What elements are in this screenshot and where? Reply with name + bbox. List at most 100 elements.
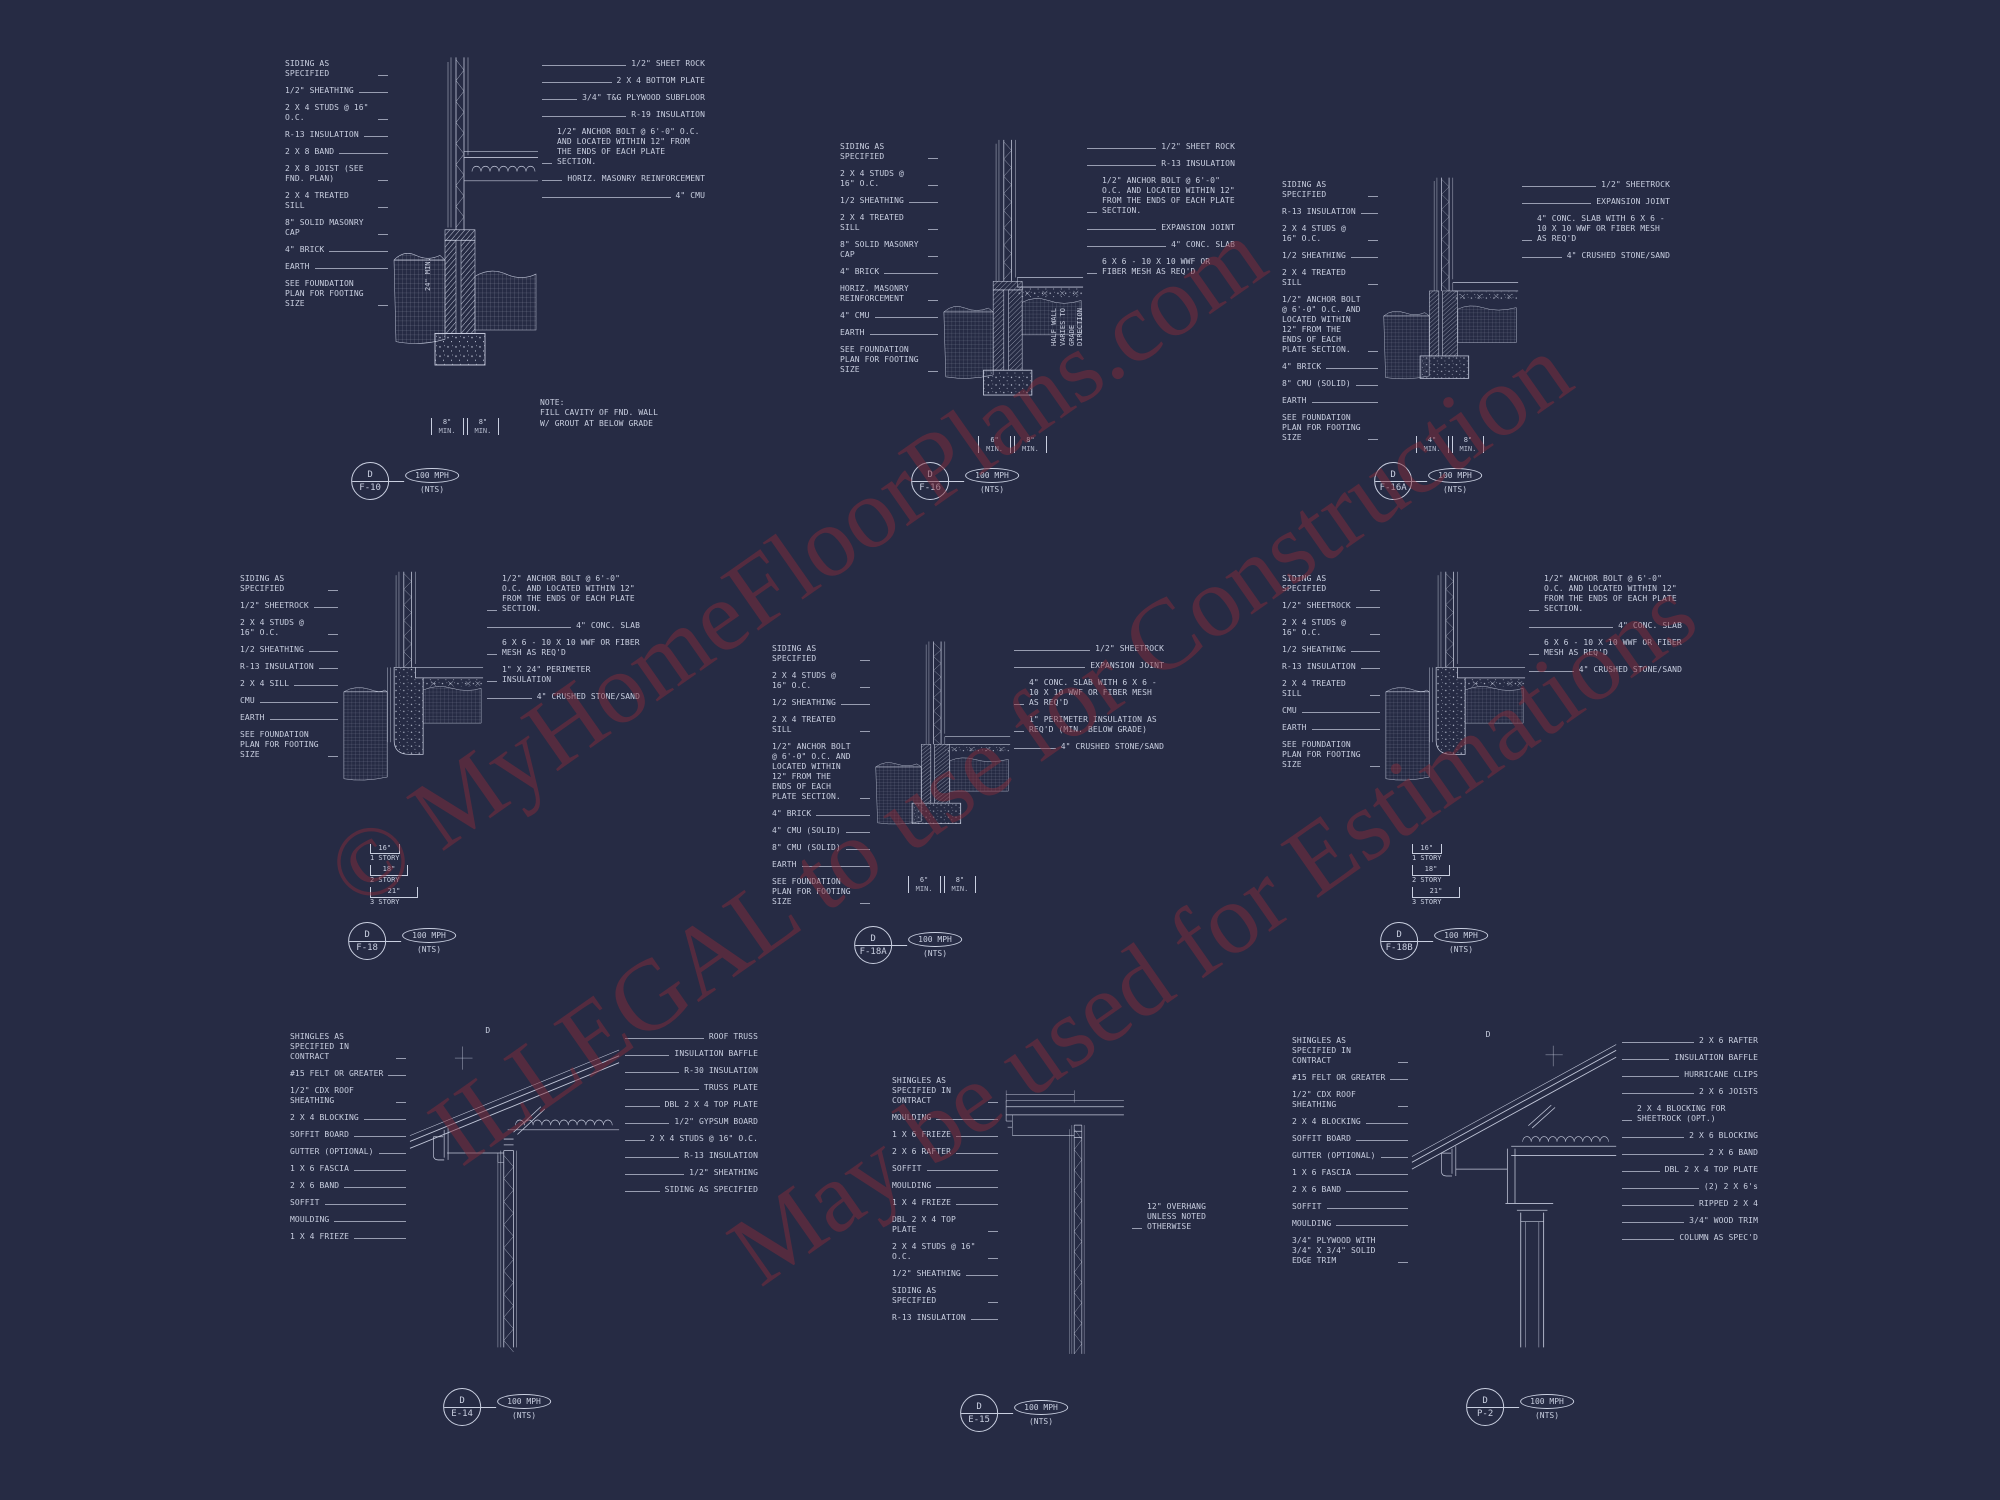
- callout-label: EXPANSION JOINT: [1012, 661, 1164, 671]
- callout-label: R-13 INSULATION: [1085, 159, 1235, 169]
- leader-line: [1622, 1093, 1694, 1094]
- callout-label: SIDING AS SPECIFIED: [1282, 180, 1380, 200]
- callout-label: 1/2" ANCHOR BOLT @ 6'-0" O.C. AND LOCATE…: [485, 574, 640, 614]
- leader-line: [988, 1231, 998, 1232]
- scale-note: (NTS): [419, 485, 445, 494]
- callout-label: MOULDING: [1292, 1219, 1410, 1229]
- detail-drawing-F-18A: 6"MIN.8"MIN.: [872, 640, 1012, 893]
- callout-label: 1/2" ANCHOR BOLT @ 6'-0" O.C. AND LOCATE…: [772, 742, 872, 802]
- callout-label: 1 X 4 FRIEZE: [892, 1198, 1000, 1208]
- leader-line: [1368, 351, 1378, 352]
- callout-label: 4" CRUSHED STONE/SAND: [1520, 251, 1670, 261]
- callout-label: CMU: [1282, 706, 1382, 716]
- detail-code: F-18: [356, 942, 378, 953]
- leader-line: [269, 719, 338, 720]
- scale-note: (NTS): [1534, 1411, 1560, 1420]
- leader-line: [334, 1221, 406, 1222]
- callout-label: SIDING AS SPECIFIED: [1282, 574, 1382, 594]
- left-callouts: SHINGLES AS SPECIFIED IN CONTRACT#15 FEL…: [290, 1028, 408, 1352]
- leader-line: [1087, 273, 1097, 274]
- right-callouts: 12" OVERHANG UNLESS NOTED OTHERWISE: [1130, 1072, 1216, 1358]
- leader-line: [487, 698, 532, 699]
- leader-line: [1368, 240, 1378, 241]
- callout-label: 2 X 6 BAND: [1292, 1185, 1410, 1195]
- leader-line: [1622, 1222, 1685, 1223]
- callout-label: SOFFIT: [892, 1164, 1000, 1174]
- leader-line: [936, 1119, 998, 1120]
- scale-note: (NTS): [1442, 485, 1468, 494]
- story-row: 16"1 STORY: [1412, 843, 1442, 863]
- leader-line: [956, 1136, 998, 1137]
- leader-line: [884, 273, 938, 274]
- callout-label: 2 X 8 JOIST (SEE FND. PLAN): [285, 164, 390, 184]
- leader-line: [926, 1170, 998, 1171]
- leader-line: [328, 634, 338, 635]
- footing-dimensions: 6"MIN.8"MIN.: [940, 436, 1085, 453]
- callout-label: 3/4" WOOD TRIM: [1620, 1216, 1758, 1226]
- leader-line: [363, 1119, 406, 1120]
- leader-line: [928, 256, 938, 257]
- leader-line: [328, 590, 338, 591]
- leader-line: [329, 251, 388, 252]
- leader-line: [970, 1319, 998, 1320]
- leader-line: [313, 607, 338, 608]
- footing-dimensions: 4"MIN.8"MIN.: [1380, 436, 1520, 453]
- callout-label: 4" CMU (SOLID): [772, 826, 872, 836]
- callout-label: SHINGLES AS SPECIFIED IN CONTRACT: [892, 1076, 1000, 1106]
- leader-line: [487, 654, 497, 655]
- callout-label: R-13 INSULATION: [285, 130, 390, 140]
- footing-dimensions: 6"MIN.8"MIN.: [872, 876, 1012, 893]
- leader-line: [378, 180, 388, 181]
- callout-label: SEE FOUNDATION PLAN FOR FOOTING SIZE: [772, 877, 872, 907]
- detail-letter: D: [1467, 1389, 1504, 1408]
- leader-line: [1622, 1171, 1660, 1172]
- leader-line: [1398, 1062, 1408, 1063]
- detail-rating: 100 MPH(NTS): [948, 468, 1019, 494]
- callout-label: 2 X 6 BAND: [1620, 1148, 1758, 1158]
- right-callouts: 1/2" ANCHOR BOLT @ 6'-0" O.C. AND LOCATE…: [1527, 570, 1682, 906]
- callout-label: 1 X 6 FASCIA: [290, 1164, 408, 1174]
- dimension: 4"MIN.: [1415, 436, 1449, 453]
- callout-label: 1/2" ANCHOR BOLT @ 6'-0" O.C. AND LOCATE…: [540, 127, 705, 167]
- callout-label: 4" CRUSHED STONE/SAND: [485, 692, 640, 702]
- detail-rating: 100 MPH(NTS): [385, 928, 456, 954]
- leader-line: [845, 849, 870, 850]
- callout-label: 2 X 4 STUDS @ 16" O.C.: [623, 1134, 758, 1144]
- leader-line: [1622, 1137, 1685, 1138]
- callout-label: 1/2 SHEATHING: [1282, 645, 1382, 655]
- leader-line: [1522, 203, 1592, 204]
- callout-label: COLUMN AS SPEC'D: [1620, 1233, 1758, 1243]
- leader-line: [840, 704, 870, 705]
- callout-label: 4" CRUSHED STONE/SAND: [1012, 742, 1164, 752]
- detail-code: F-18A: [859, 946, 887, 957]
- callout-label: 8" SOLID MASONRY CAP: [285, 218, 390, 238]
- detail-rating: 100 MPH(NTS): [1417, 928, 1488, 954]
- callout-label: 8" SOLID MASONRY CAP: [840, 240, 940, 260]
- callout-label: 2 X 4 STUDS @ 16" O.C.: [1282, 224, 1380, 244]
- callout-label: 1/2 SHEATHING: [1282, 251, 1380, 261]
- section-linework: [1411, 1044, 1617, 1348]
- callout-label: SOFFIT BOARD: [1292, 1134, 1410, 1144]
- leader-line: [988, 1258, 998, 1259]
- leader-line: [378, 75, 388, 76]
- callout-label: GUTTER (OPTIONAL): [1292, 1151, 1410, 1161]
- detail-panel-E-14: SHINGLES AS SPECIFIED IN CONTRACT#15 FEL…: [290, 1026, 758, 1352]
- detail-letter: D: [352, 463, 389, 482]
- story-row: 18"2 STORY: [370, 865, 408, 884]
- callout-label: 2 X 6 BAND: [290, 1181, 408, 1191]
- callout-label: ROOF TRUSS: [623, 1032, 758, 1042]
- leader-line: [1398, 1106, 1408, 1107]
- left-callouts: SHINGLES AS SPECIFIED IN CONTRACT#15 FEL…: [1292, 1032, 1410, 1352]
- leader-line: [1326, 368, 1378, 369]
- callout-label: 1/2" SHEET ROCK: [540, 59, 705, 69]
- callout-label: RIPPED 2 X 4: [1620, 1199, 1758, 1209]
- detail-letter: D: [912, 463, 949, 482]
